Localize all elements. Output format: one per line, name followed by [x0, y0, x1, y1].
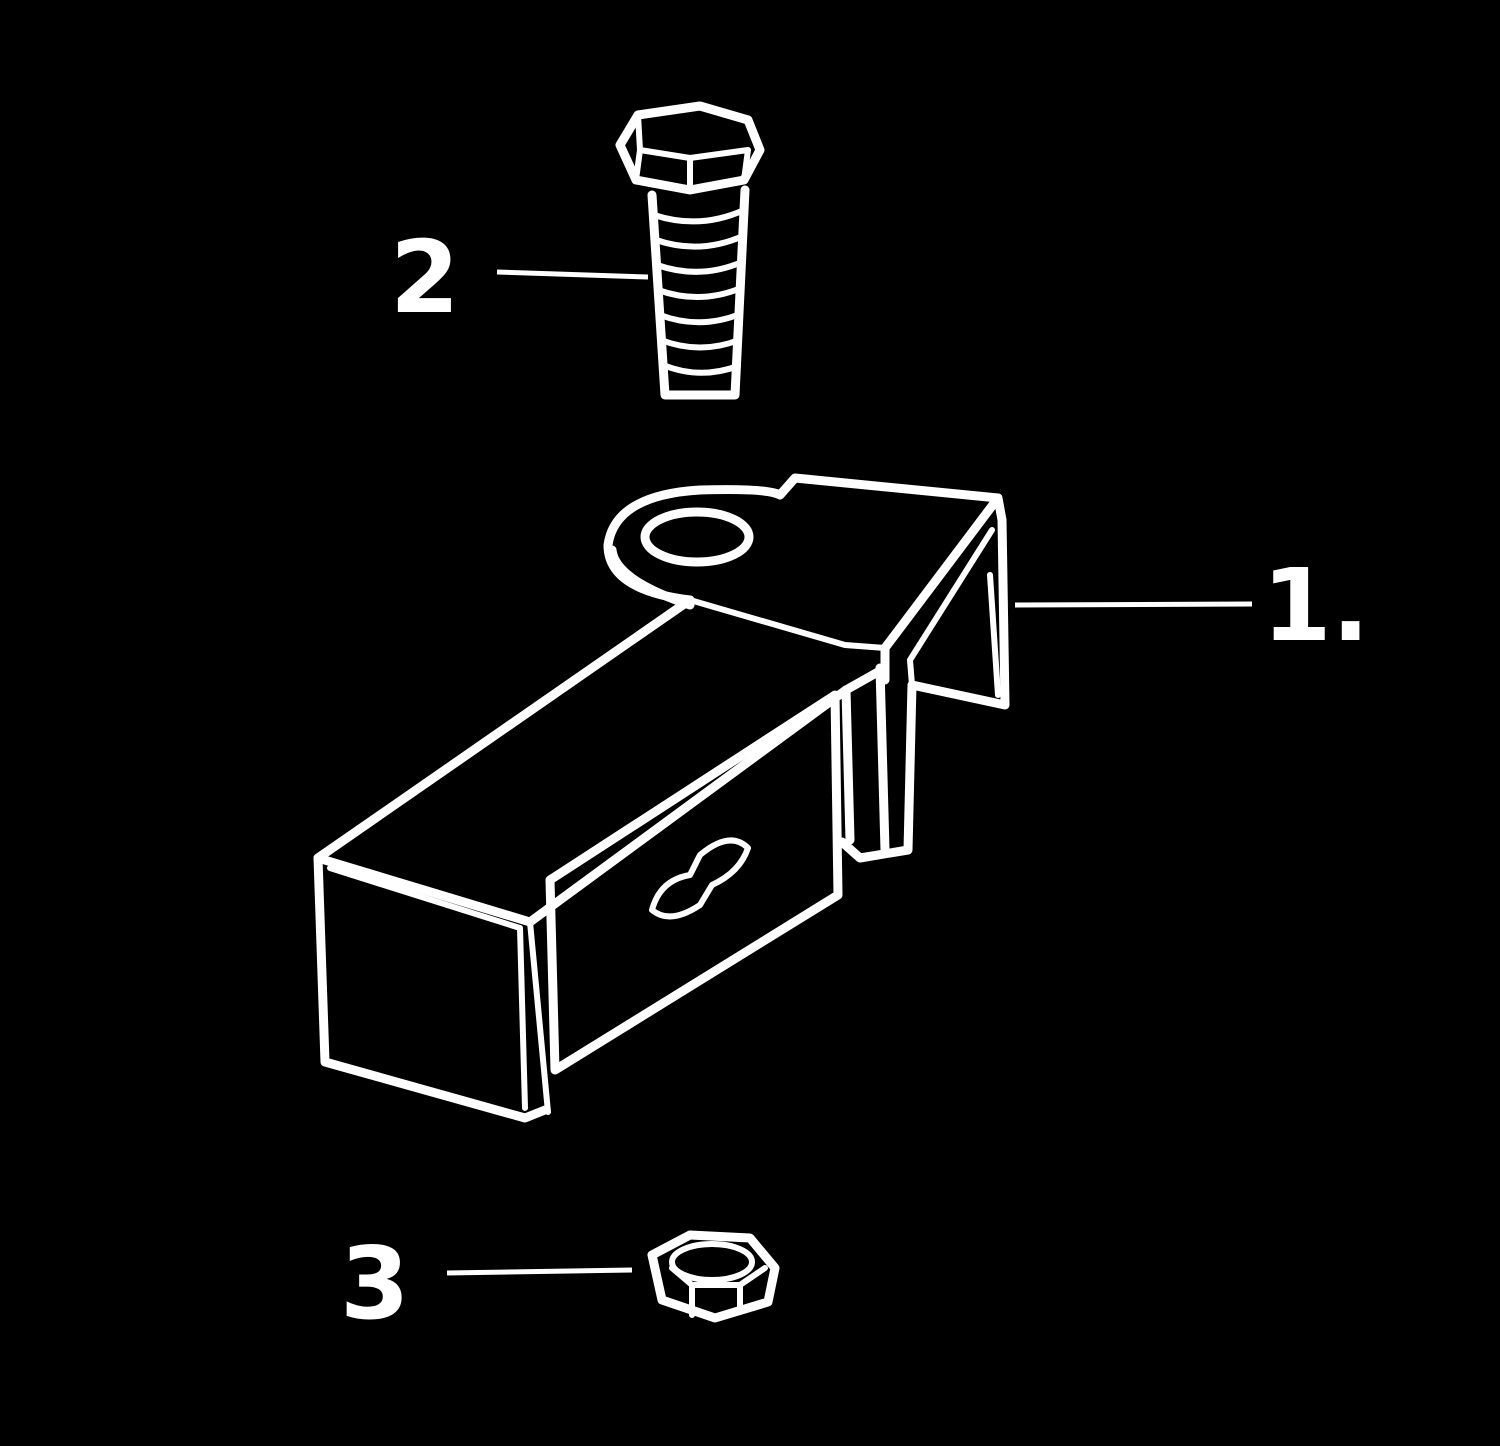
- bracket: [313, 473, 1010, 1123]
- bracket-slot: [649, 837, 751, 920]
- callout-3-label: 3: [340, 1225, 410, 1342]
- callout-2-label: 2: [390, 219, 460, 336]
- hex-bolt: [615, 101, 765, 400]
- callout-1-label: 1.: [1262, 547, 1370, 664]
- bolt-threads: [651, 207, 747, 376]
- callout-1-leader: [1014, 601, 1253, 608]
- nut-bore: [669, 1241, 755, 1283]
- callout-2-leader: [496, 269, 649, 280]
- hex-nut: [647, 1230, 780, 1323]
- callout-3-leader: [446, 1267, 633, 1276]
- mounting-hole: [640, 507, 754, 567]
